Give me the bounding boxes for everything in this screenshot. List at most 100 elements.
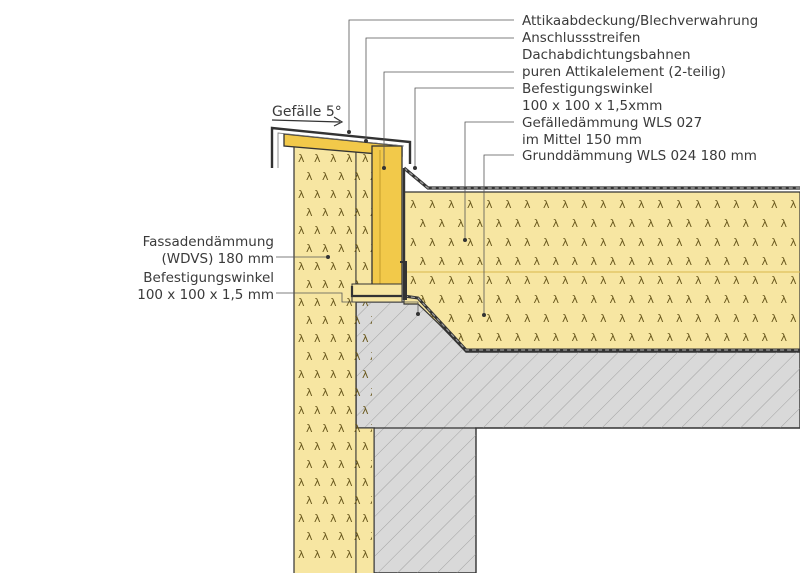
lambda-mark: λ	[676, 312, 683, 325]
lambda-mark: λ	[629, 217, 636, 230]
lambda-mark: λ	[676, 236, 683, 249]
lambda-mark: λ	[771, 274, 778, 287]
lambda-mark: λ	[562, 274, 569, 287]
lambda-mark: λ	[629, 331, 636, 344]
lambda-mark: λ	[354, 170, 361, 183]
lambda-mark: λ	[338, 278, 345, 291]
lambda-mark: λ	[648, 331, 655, 344]
lambda-mark: λ	[346, 332, 353, 345]
lambda-mark: λ	[610, 217, 617, 230]
lambda-mark: λ	[420, 255, 427, 268]
lambda-mark: λ	[322, 170, 329, 183]
lambda-mark: λ	[771, 236, 778, 249]
lambda-mark: λ	[686, 255, 693, 268]
lambda-mark: λ	[581, 198, 588, 211]
lambda-mark: λ	[322, 314, 329, 327]
lambda-mark: λ	[306, 278, 313, 291]
lambda-mark: λ	[448, 274, 455, 287]
lambda-mark: λ	[638, 274, 645, 287]
lambda-mark: λ	[657, 312, 664, 325]
lambda-mark: λ	[370, 242, 377, 255]
lambda-mark: λ	[346, 476, 353, 489]
lambda-mark: λ	[322, 458, 329, 471]
lambda-mark: λ	[572, 217, 579, 230]
lambda-mark: λ	[743, 331, 750, 344]
lambda-mark: λ	[486, 274, 493, 287]
lambda-mark: λ	[686, 331, 693, 344]
labels-left: Fassadendämmung (WDVS) 180 mm Befestigun…	[137, 234, 274, 303]
lambda-mark: λ	[354, 242, 361, 255]
lambda-mark: λ	[591, 293, 598, 306]
lambda-mark: λ	[314, 512, 321, 525]
lambda-mark: λ	[553, 255, 560, 268]
lambda-mark: λ	[505, 274, 512, 287]
lambda-mark: λ	[524, 198, 531, 211]
lambda-mark: λ	[705, 293, 712, 306]
lambda-mark: λ	[505, 312, 512, 325]
lambda-mark: λ	[338, 314, 345, 327]
lambda-mark: λ	[543, 312, 550, 325]
lambda-mark: λ	[314, 188, 321, 201]
lambda-mark: λ	[439, 293, 446, 306]
label-attic-element: puren Attikalelement (2-teilig)	[522, 64, 726, 80]
leader-lines-left	[276, 255, 420, 316]
lambda-mark: λ	[306, 314, 313, 327]
lambda-mark: λ	[298, 404, 305, 417]
lambda-mark: λ	[505, 198, 512, 211]
lambda-mark: λ	[330, 224, 337, 237]
lambda-mark: λ	[362, 548, 369, 561]
lambda-mark: λ	[458, 293, 465, 306]
label-attic-capping: Attikaabdeckung/Blechverwahrung	[522, 13, 758, 29]
lambda-mark: λ	[330, 476, 337, 489]
lambda-mark: λ	[676, 274, 683, 287]
lambda-mark: λ	[629, 293, 636, 306]
lambda-mark: λ	[534, 255, 541, 268]
lambda-mark: λ	[524, 312, 531, 325]
lambda-mark: λ	[724, 331, 731, 344]
lambda-mark: λ	[298, 440, 305, 453]
lambda-mark: λ	[362, 368, 369, 381]
lambda-mark: λ	[524, 274, 531, 287]
lambda-mark: λ	[486, 312, 493, 325]
lambda-mark: λ	[790, 312, 797, 325]
lambda-mark: λ	[705, 255, 712, 268]
lambda-mark: λ	[496, 331, 503, 344]
lambda-mark: λ	[534, 217, 541, 230]
lambda-mark: λ	[314, 548, 321, 561]
lambda-mark: λ	[629, 255, 636, 268]
lambda-mark: λ	[591, 217, 598, 230]
lambda-mark: λ	[370, 530, 377, 543]
lambda-mark: λ	[458, 255, 465, 268]
lambda-mark: λ	[338, 494, 345, 507]
lambda-mark: λ	[306, 350, 313, 363]
label-fixing-angle: Befestigungswinkel	[522, 81, 653, 97]
lambda-mark: λ	[306, 494, 313, 507]
lambda-mark: λ	[638, 236, 645, 249]
label-slope-insulation-thickness: im Mittel 150 mm	[522, 132, 642, 148]
lambda-mark: λ	[429, 236, 436, 249]
lambda-mark: λ	[657, 198, 664, 211]
lambda-mark: λ	[790, 236, 797, 249]
lambda-mark: λ	[790, 198, 797, 211]
lambda-mark: λ	[686, 293, 693, 306]
lambda-mark: λ	[752, 198, 759, 211]
lambda-mark: λ	[362, 152, 369, 165]
lambda-mark: λ	[562, 312, 569, 325]
fixing-angles	[350, 261, 407, 300]
lambda-mark: λ	[667, 293, 674, 306]
lambda-mark: λ	[298, 260, 305, 273]
lambda-mark: λ	[752, 236, 759, 249]
lambda-mark: λ	[370, 170, 377, 183]
lambda-mark: λ	[306, 530, 313, 543]
lambda-mark: λ	[695, 198, 702, 211]
labels-right: Attikaabdeckung/Blechverwahrung Anschlus…	[522, 13, 758, 164]
lambda-mark: λ	[298, 512, 305, 525]
lambda-mark: λ	[619, 274, 626, 287]
lambda-mark: λ	[330, 404, 337, 417]
lambda-mark: λ	[572, 255, 579, 268]
lambda-mark: λ	[346, 296, 353, 309]
lambda-mark: λ	[638, 312, 645, 325]
lambda-mark: λ	[648, 217, 655, 230]
lambda-mark: λ	[330, 296, 337, 309]
